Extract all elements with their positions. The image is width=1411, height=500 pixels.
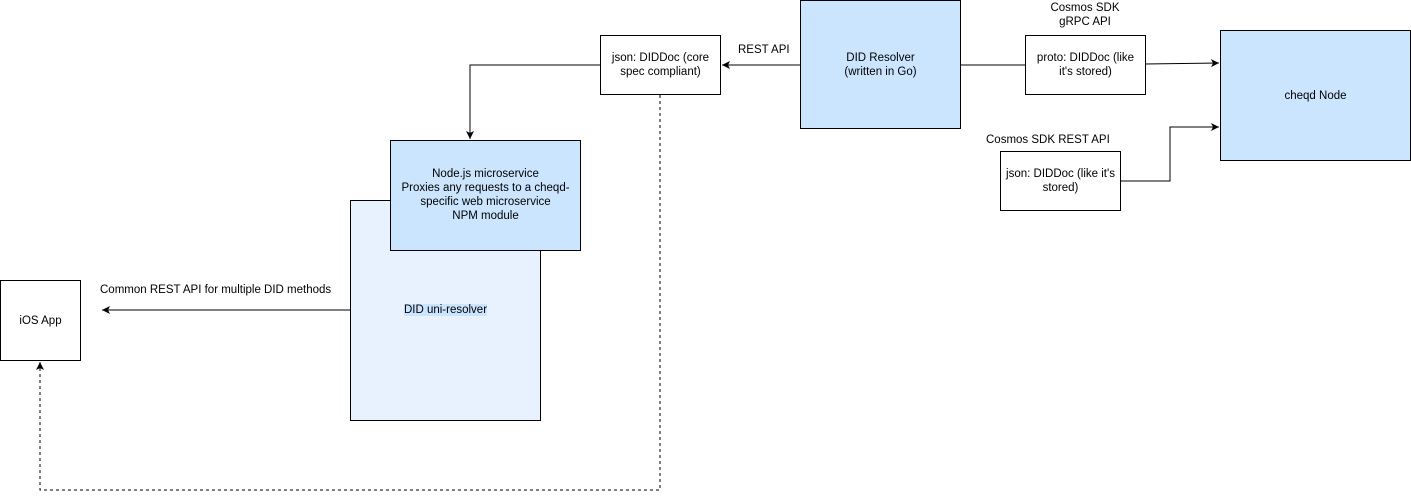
did-resolver-title: DID Resolver bbox=[846, 51, 915, 64]
json-diddoc-stored-line1: json: DIDDoc (like it's bbox=[1006, 168, 1115, 180]
cheqd-node: cheqd Node bbox=[1220, 30, 1411, 161]
proto-diddoc-line2: it's stored) bbox=[1059, 66, 1112, 78]
nodejs-microservice-node: Node.js microservice Proxies any request… bbox=[390, 140, 581, 251]
edge-json-stored-to-cheqd bbox=[1120, 123, 1219, 182]
nodejs-line2: Proxies any requests to a cheqd- bbox=[401, 182, 570, 194]
edge-proto-to-cheqd bbox=[1144, 59, 1220, 68]
json-diddoc-stored-line2: stored) bbox=[1042, 182, 1079, 194]
json-diddoc-core-line1: json: DIDDoc (core bbox=[611, 52, 710, 64]
cheqd-node-label: cheqd Node bbox=[1284, 89, 1347, 102]
grpc-api-label: Cosmos SDK gRPC API bbox=[1040, 1, 1130, 29]
grpc-api-label-line1: Cosmos SDK bbox=[1050, 2, 1120, 14]
rest-api-label: REST API bbox=[738, 44, 790, 56]
json-diddoc-core-node: json: DIDDoc (core spec compliant) bbox=[600, 35, 721, 95]
ios-app-node: iOS App bbox=[0, 280, 81, 361]
did-resolver-node: DID Resolver (written in Go) bbox=[800, 0, 961, 129]
edge-json-core-to-nodejs bbox=[466, 64, 600, 139]
cosmos-rest-api-label: Cosmos SDK REST API bbox=[986, 134, 1110, 146]
ios-app-label: iOS App bbox=[19, 314, 62, 327]
uni-resolver-label: DID uni-resolver bbox=[403, 304, 488, 316]
nodejs-line1: Node.js microservice bbox=[432, 168, 539, 180]
did-resolver-subtitle: (written in Go) bbox=[844, 65, 917, 78]
proto-diddoc-node: proto: DIDDoc (like it's stored) bbox=[1025, 35, 1146, 95]
nodejs-line3: specific web microservice bbox=[420, 196, 551, 208]
json-diddoc-core-line2: spec compliant) bbox=[620, 66, 701, 78]
json-diddoc-stored-node: json: DIDDoc (like it's stored) bbox=[1000, 151, 1121, 211]
grpc-api-label-line2: gRPC API bbox=[1059, 16, 1111, 28]
common-rest-api-label: Common REST API for multiple DID methods bbox=[100, 284, 332, 296]
nodejs-line4: NPM module bbox=[452, 210, 519, 222]
proto-diddoc-line1: proto: DIDDoc (like bbox=[1036, 52, 1135, 64]
